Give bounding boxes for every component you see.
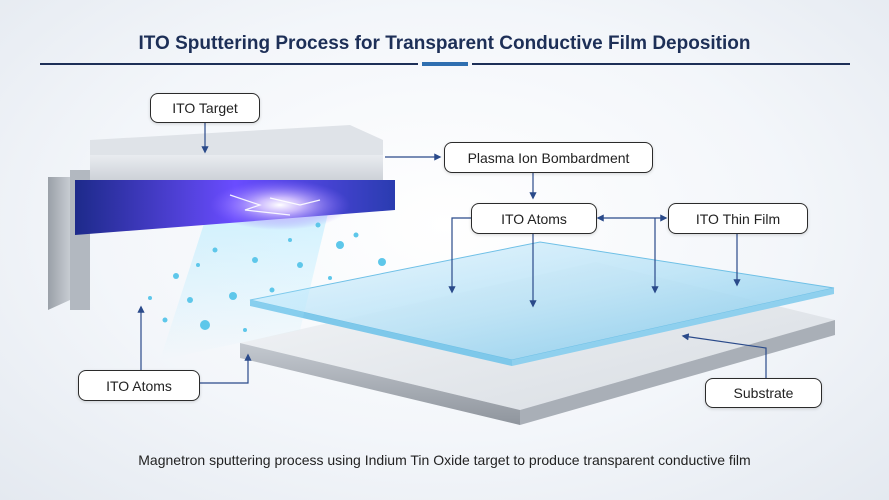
ito-atom-particles xyxy=(148,222,386,332)
page-title: ITO Sputtering Process for Transparent C… xyxy=(138,33,751,54)
label-ito-target: ITO Target xyxy=(150,93,260,123)
connector-arrows xyxy=(137,123,767,384)
title-rule-right xyxy=(472,63,850,65)
ito-thin-film-layer xyxy=(249,241,835,366)
title-rule-left xyxy=(40,63,418,65)
label-substrate: Substrate xyxy=(705,378,822,408)
diagram-caption: Magnetron sputtering process using Indiu… xyxy=(138,452,751,468)
label-ito-atoms-left: ITO Atoms xyxy=(78,370,200,401)
label-ito-atoms-top: ITO Atoms xyxy=(471,203,597,234)
ito-target-block xyxy=(48,125,395,310)
label-plasma-ion-bombardment: Plasma Ion Bombardment xyxy=(444,142,653,173)
title-rule-accent xyxy=(422,62,468,66)
label-ito-thin-film: ITO Thin Film xyxy=(668,203,808,234)
